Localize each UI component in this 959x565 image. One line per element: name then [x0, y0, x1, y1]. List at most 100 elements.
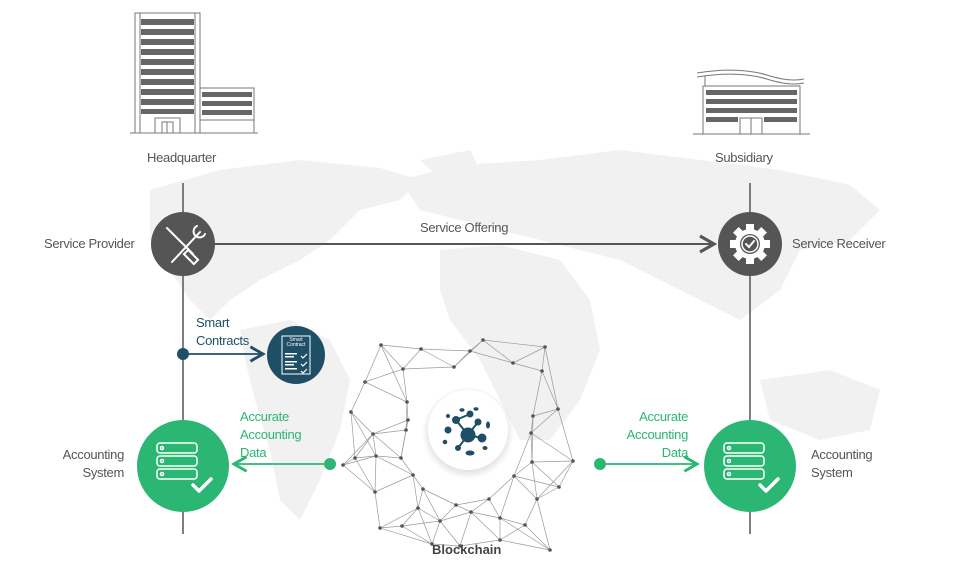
network-link — [488, 475, 515, 500]
subsidiary-label: Subsidiary — [715, 150, 773, 165]
network-link — [374, 455, 377, 493]
network-link — [380, 344, 422, 350]
network-link — [342, 455, 377, 466]
map-greenland — [420, 150, 480, 178]
network-link — [380, 344, 408, 403]
network-node — [556, 407, 560, 411]
network-link — [342, 464, 376, 493]
network-link — [513, 432, 532, 477]
network-node — [430, 542, 434, 546]
network-link — [420, 348, 455, 368]
network-link — [379, 525, 403, 529]
accounting-system-right-label: Accounting System — [811, 447, 873, 480]
map-africa — [440, 245, 600, 440]
network-node — [400, 524, 404, 528]
network-link — [350, 411, 374, 435]
network-node — [379, 343, 383, 347]
network-node — [411, 473, 415, 477]
network-link — [417, 507, 433, 545]
accurate-data-right-label: Accurate Accounting Data — [626, 409, 689, 460]
network-link — [342, 433, 374, 466]
network-node — [406, 418, 410, 422]
blockchain-label: Blockchain — [432, 542, 502, 557]
network-link — [530, 432, 574, 462]
network-link — [400, 457, 414, 476]
network-link — [431, 543, 461, 547]
network-link — [439, 504, 457, 522]
network-link — [455, 498, 490, 506]
network-link — [541, 370, 559, 410]
service-receiver-label: Service Receiver — [792, 236, 886, 251]
smart-contracts-origin-dot — [177, 348, 189, 360]
network-link — [536, 498, 551, 551]
network-link — [364, 368, 404, 383]
network-link — [531, 415, 534, 463]
network-link — [364, 344, 382, 383]
network-link — [558, 460, 574, 488]
accurate-data-right-origin-dot — [594, 458, 606, 470]
network-link — [354, 457, 376, 493]
network-link — [402, 368, 408, 403]
network-link — [364, 381, 408, 403]
network-link — [532, 408, 559, 417]
network-link — [372, 433, 402, 459]
network-link — [417, 488, 424, 509]
network-node — [498, 516, 502, 520]
network-node — [373, 490, 377, 494]
network-node — [531, 414, 535, 418]
network-node — [571, 459, 575, 463]
network-node — [557, 485, 561, 489]
network-node — [421, 487, 425, 491]
map-south-america — [240, 320, 350, 520]
network-link — [513, 475, 538, 500]
network-node — [341, 463, 345, 467]
network-node — [458, 544, 462, 548]
network-link — [402, 366, 455, 370]
network-link — [431, 520, 441, 545]
network-link — [531, 460, 574, 463]
network-link — [455, 504, 472, 513]
network-node — [487, 497, 491, 501]
network-node — [454, 503, 458, 507]
network-link — [557, 408, 574, 462]
network-link — [354, 455, 377, 459]
network-node — [399, 456, 403, 460]
network-node — [512, 474, 516, 478]
network-node — [349, 410, 353, 414]
network-link — [488, 498, 501, 519]
network-node — [353, 456, 357, 460]
network-link — [470, 498, 490, 513]
network-node — [401, 367, 405, 371]
network-link — [375, 455, 414, 476]
network-node — [438, 519, 442, 523]
network-link — [401, 525, 433, 545]
network-link — [400, 429, 407, 459]
network-link — [401, 520, 441, 527]
network-link — [422, 488, 457, 506]
network-link — [342, 457, 356, 466]
network-node — [530, 460, 534, 464]
network-link — [412, 474, 419, 509]
network-node — [404, 428, 408, 432]
network-link — [470, 511, 501, 519]
network-node — [523, 523, 527, 527]
network-node — [540, 369, 544, 373]
database-check-icon — [723, 442, 780, 493]
network-node — [371, 432, 375, 436]
accurate-data-left-origin-dot — [324, 458, 336, 470]
database-check-icon — [156, 442, 213, 493]
network-link — [374, 491, 381, 529]
network-node — [405, 400, 409, 404]
network-link — [372, 429, 407, 435]
network-link — [544, 346, 559, 410]
network-link — [541, 346, 546, 372]
network-node — [535, 497, 539, 501]
network-node — [469, 510, 473, 514]
network-link — [459, 511, 472, 547]
